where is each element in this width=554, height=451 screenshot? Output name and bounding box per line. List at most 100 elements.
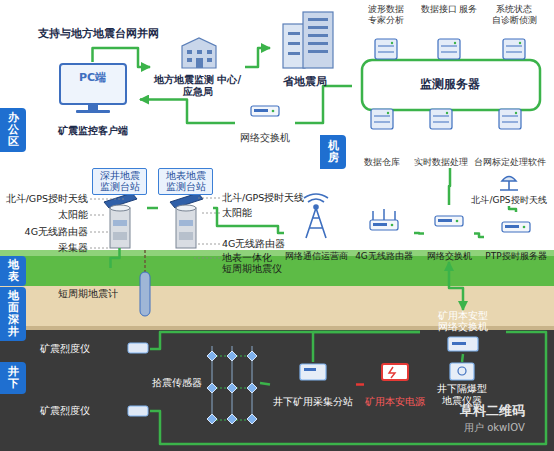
equipment-node: 波形数据 专家分析 [356, 4, 416, 66]
node-label: 井下 [8, 366, 19, 390]
mine-device [300, 364, 326, 380]
node-label: 网络交换机 [424, 251, 474, 262]
callout-label: 支持与地方地震台网并网 [38, 27, 163, 40]
equipment-node: 矿震烈度仪 [40, 400, 150, 422]
seismic-sensor [247, 414, 257, 424]
node-label: 地面深井 [8, 290, 19, 338]
node-label: 波形数据 专家分析 [356, 4, 416, 26]
server-icon [438, 39, 460, 59]
mine-device [382, 364, 408, 380]
node-label: 井下矿用采集分站 [270, 396, 356, 407]
connector-line [150, 332, 420, 349]
connector-line [414, 232, 424, 235]
zone-tab: 井下 [0, 362, 26, 394]
mine-device [128, 337, 478, 416]
connector-line [295, 86, 352, 123]
ground-bands [0, 330, 554, 451]
connector-line [147, 207, 158, 210]
mine-device [128, 343, 148, 353]
station-node: 地表地震 监测台站 [158, 168, 213, 248]
mine-device [452, 342, 466, 345]
station-figure [176, 205, 196, 211]
leader-line [192, 258, 220, 259]
station-figure [176, 208, 196, 248]
zone-tab: 办公区 [0, 108, 26, 152]
node-label: PC端 [45, 71, 140, 84]
client-node: PC端矿震监控客户端 [45, 62, 140, 137]
station-figure [179, 232, 193, 240]
connector-line [260, 383, 270, 385]
node-label: 网络交换机 [235, 132, 295, 143]
equipment-node: 实时数据处理 [412, 108, 470, 168]
switch-icon [435, 216, 463, 226]
station-figure [110, 205, 130, 211]
callout-label: 4G无线路由器 [2, 226, 88, 237]
leader-line [90, 248, 110, 249]
station-figure [113, 232, 127, 240]
equipment-node: 网络交换机 [235, 103, 295, 143]
equipment-node: 网络通信运营商 [284, 204, 348, 262]
ground-bands [0, 250, 554, 286]
connector-line [313, 332, 420, 362]
connector-line [474, 234, 484, 238]
station-figure [179, 220, 193, 226]
leader-line [196, 198, 220, 199]
server-icon [503, 39, 525, 59]
equipment-node: 数据接口 服务 [420, 4, 478, 66]
callout-label: 北斗/GPS授时天线 [222, 192, 312, 203]
seismic-sensor [207, 414, 217, 424]
leader-line [90, 199, 124, 200]
equipment-node: 台网标定处理软件 [472, 108, 548, 168]
station-figure [144, 250, 146, 272]
node-label: 数据仓库 [354, 157, 410, 168]
station-figure [110, 208, 130, 248]
node-label: 台网标定处理软件 [472, 157, 548, 168]
node-label: 矿用本安型 网络交换机 [420, 310, 506, 333]
equipment-node: 矿用本安电源 [364, 362, 426, 407]
station-figure [104, 183, 203, 316]
building-icon [182, 38, 216, 68]
connector-line [245, 48, 270, 67]
leader-line [90, 232, 110, 233]
mine-device [389, 367, 395, 378]
seismic-sensor [247, 383, 257, 393]
building-icon [207, 50, 212, 54]
watermark: 草料二维码 [460, 403, 546, 419]
callout-label: 太阳能 [222, 207, 282, 218]
node-label: PTP授时服务器 [484, 251, 548, 262]
node-label: 网络通信运营商 [284, 251, 348, 262]
antenna-icon [500, 181, 518, 190]
tower-icon [304, 194, 328, 202]
node-label: 办公区 [8, 112, 19, 148]
router-icon [370, 209, 398, 230]
node-label: 短周期地震计 [58, 288, 163, 299]
zone-tab: 地面深井 [0, 287, 26, 341]
ptp-server-icon [502, 222, 530, 232]
node-label: 4G无线路由器 [354, 251, 414, 262]
router-icon [372, 211, 374, 220]
leader-line [196, 244, 220, 245]
node-label: 数据接口 服务 [420, 4, 478, 15]
seismic-sensor [247, 351, 257, 361]
server-group: 监测服务器波形数据 专家分析数据接口 服务系统状态 自诊断侦测数据仓库实时数据处… [352, 4, 548, 168]
connector-line [111, 248, 120, 268]
monitor-icon [88, 104, 98, 110]
mine-device [128, 406, 148, 416]
node-label: 矿震烈度仪 [40, 343, 150, 354]
equipment-node: 网络交换机 [424, 205, 474, 262]
node-label: 监测服务器 [352, 77, 548, 91]
callout-label: 太阳能 [2, 209, 88, 220]
router-icon [383, 209, 385, 220]
building-icon [207, 58, 212, 62]
building-icon [196, 58, 203, 68]
node-label: 地方地震监测 中心/应急局 [150, 74, 245, 98]
zone-tab: 机房 [320, 135, 346, 169]
connector-line [213, 208, 284, 233]
connector-line [356, 383, 364, 386]
monitor-icon [76, 110, 110, 113]
node-label: 矿用本安电源 [364, 396, 426, 407]
building-icon [308, 26, 328, 29]
tower-icon [314, 205, 318, 209]
leader-line [90, 198, 220, 258]
